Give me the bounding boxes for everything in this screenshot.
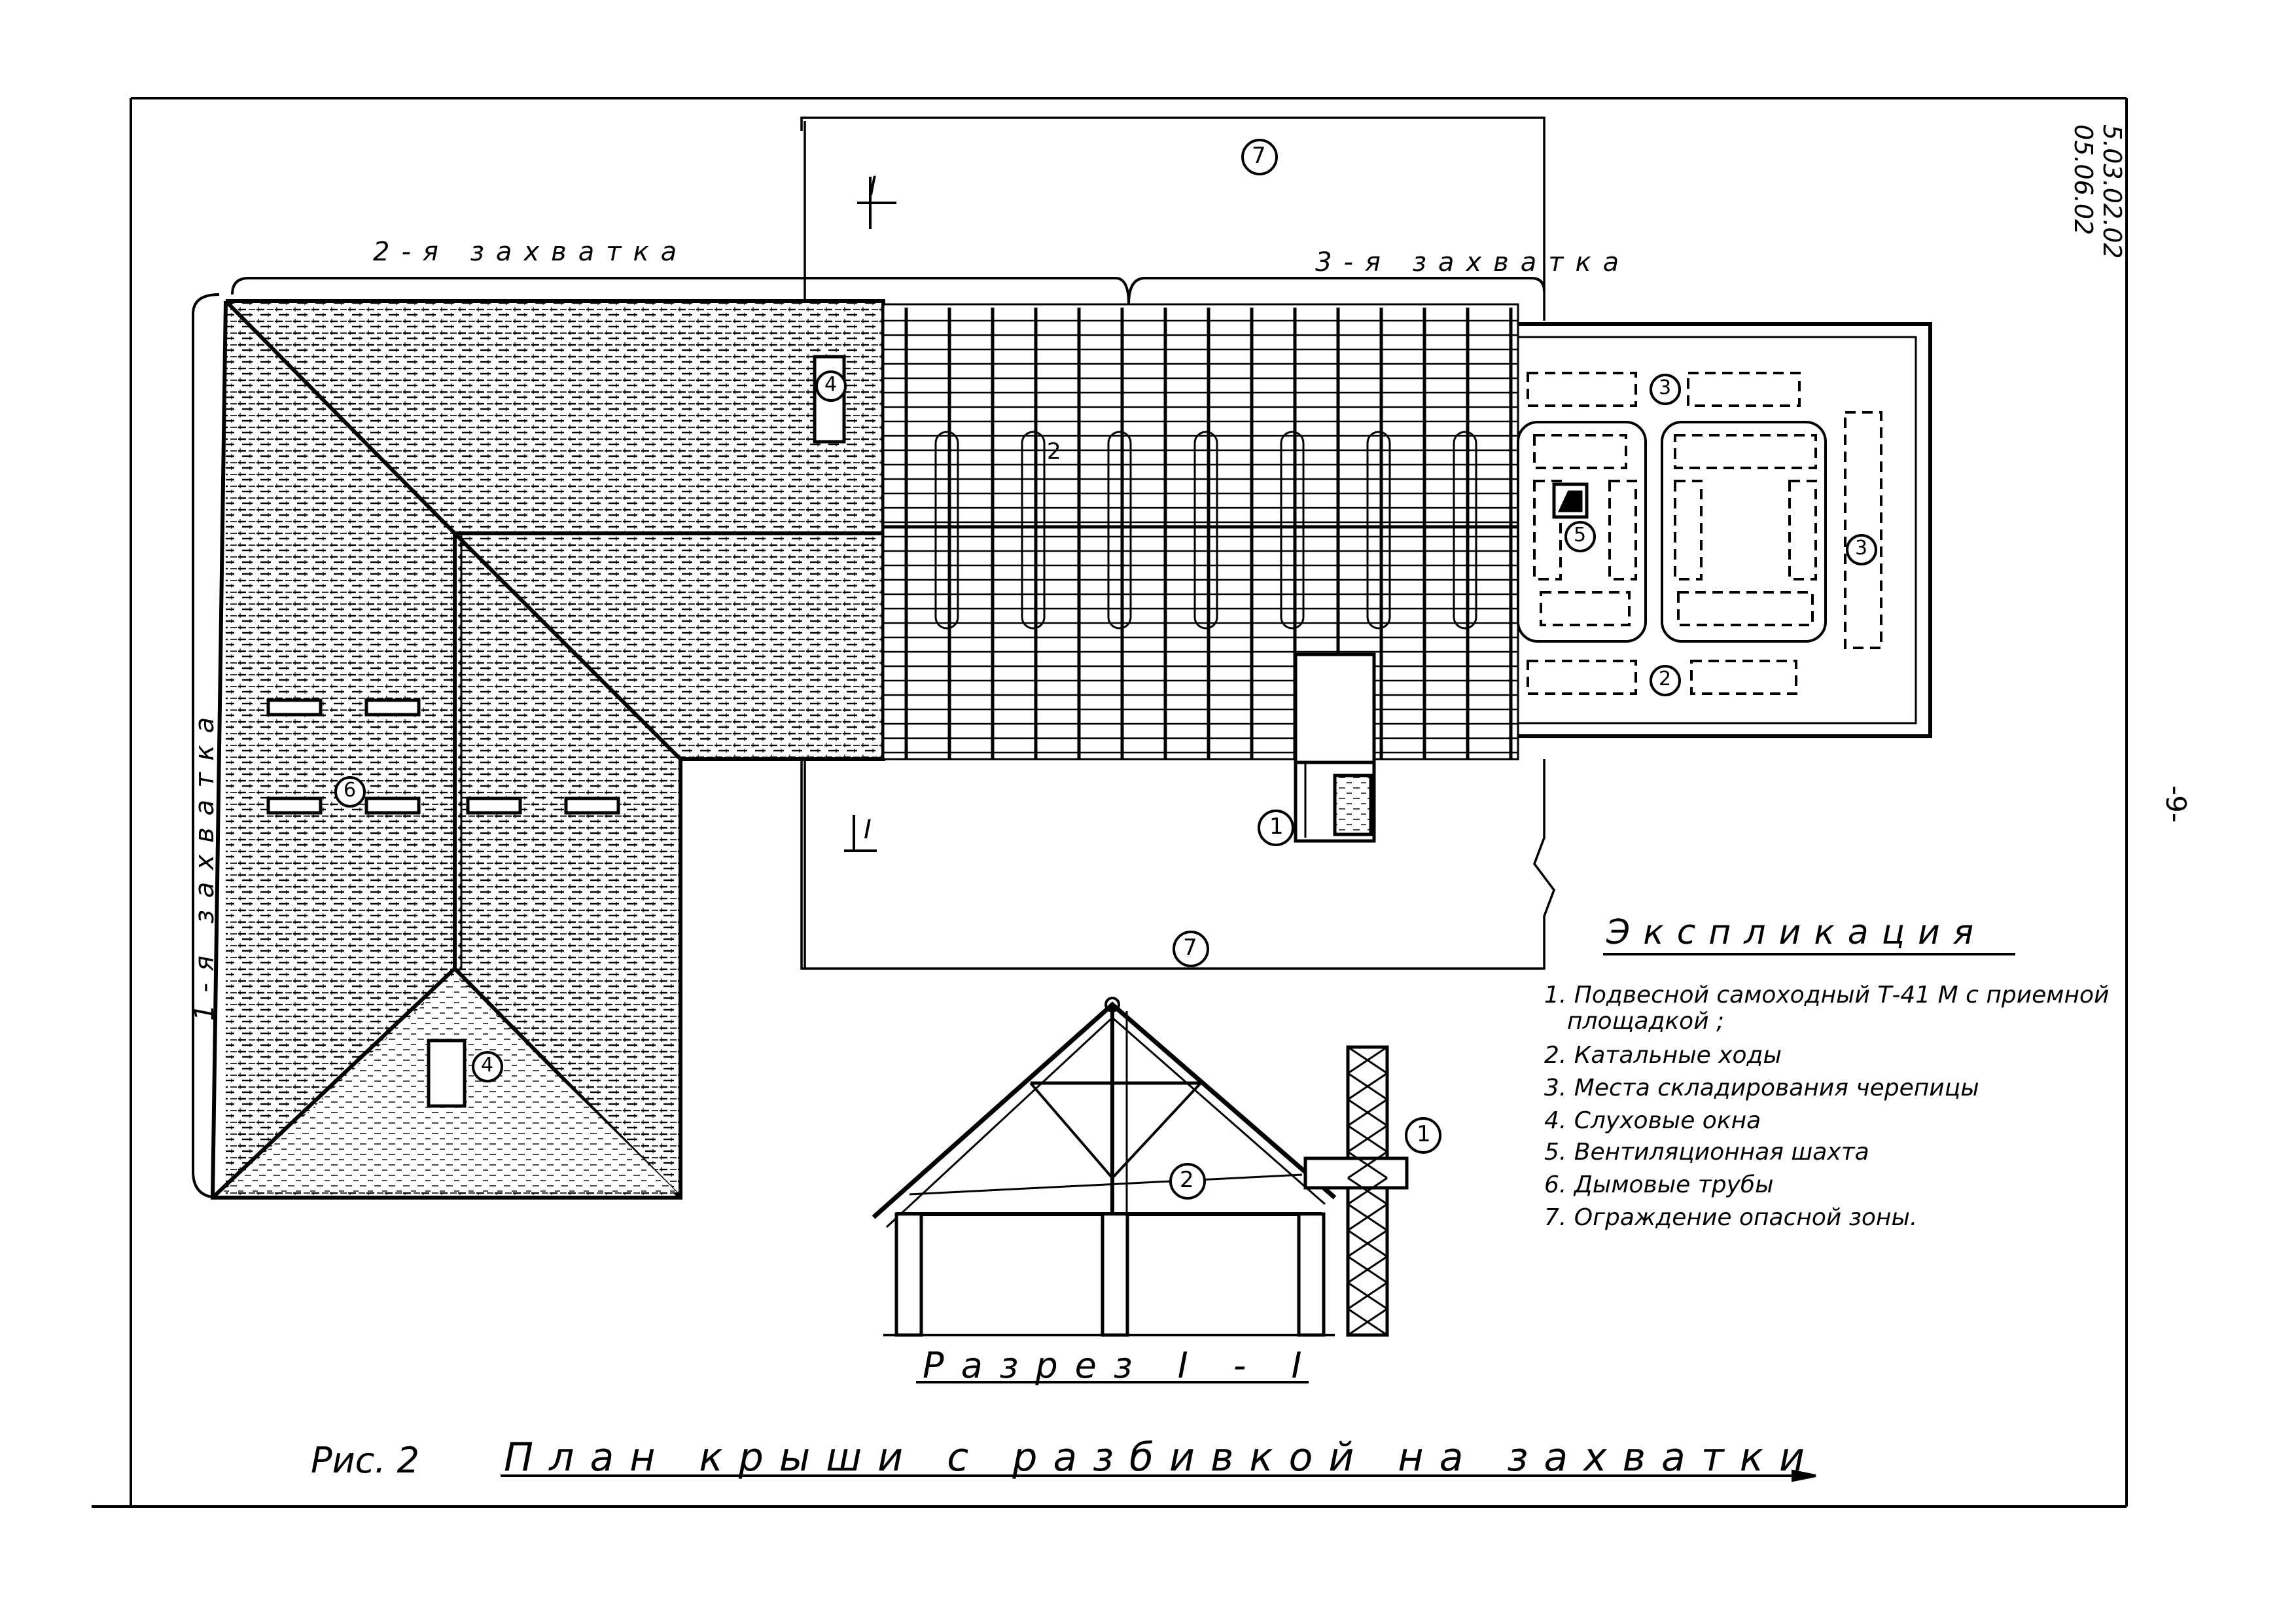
runway-track [1021, 431, 1046, 630]
callout-3-top-label: 3 [1659, 376, 1672, 399]
lattice-brace [1347, 1308, 1388, 1336]
callout-2-plan-label: 2 [1047, 438, 1061, 465]
section-marker-bottom [844, 815, 877, 852]
callout-6-label: 6 [344, 779, 357, 802]
drawing-frame [92, 97, 2128, 1508]
dormer-window-bottom [427, 1039, 467, 1108]
zone-label-first: 1-я захватка [190, 705, 220, 1021]
callout-2-section-label: 2 [1180, 1167, 1194, 1193]
figure-caption: План крыши с разбивкой на захватки [504, 1435, 1820, 1480]
runway-track [1280, 431, 1305, 630]
doc-number-line1: 5.03.02.02 [2098, 124, 2127, 259]
callout-circles [334, 139, 1877, 1200]
lattice-brace [1347, 1098, 1388, 1127]
chimneys [266, 698, 620, 815]
legend-item-1-cont: площадкой ; [1567, 1008, 1725, 1035]
callout-7-bottom-label: 7 [1183, 935, 1197, 961]
legend-item-7: 7. Ограждение опасной зоны. [1544, 1204, 1918, 1231]
callout-1-section [1405, 1117, 1441, 1154]
callout-4-top-label: 4 [824, 373, 838, 396]
callout-4-top [815, 370, 847, 402]
tile-storage-places [1527, 372, 1882, 695]
figure-label: Рис. 2 [311, 1440, 420, 1481]
callout-2-right [1650, 665, 1681, 696]
section-mark-bottom-label: I [864, 815, 872, 845]
runway-track [934, 431, 959, 630]
lattice-brace [1347, 1229, 1388, 1258]
third-zone-outline [1518, 322, 1932, 738]
legend-item-6: 6. Дымовые трубы [1544, 1171, 1774, 1198]
page-number: -9- [2160, 785, 2192, 823]
section-mark-top-label: I [869, 171, 877, 202]
callout-5 [1564, 521, 1596, 552]
caption-underline [501, 1469, 1816, 1482]
lattice-brace [1347, 1203, 1388, 1232]
callout-4-bottom [472, 1051, 503, 1082]
callout-7-bottom [1173, 931, 1209, 967]
callout-6 [334, 776, 366, 808]
callout-1-plan [1258, 810, 1294, 846]
lattice-brace [1347, 1177, 1388, 1205]
ventilation-shaft [1552, 482, 1589, 519]
zone-braces [192, 277, 1545, 1199]
lattice-brace [1347, 1046, 1388, 1075]
callout-3-right-label: 3 [1855, 537, 1868, 560]
storage-frames [1517, 421, 1827, 643]
lattice-brace [1347, 1281, 1388, 1310]
zone-label-third: 3-я захватка [1315, 247, 1631, 277]
danger-zone-fence [800, 116, 1555, 970]
hoist-plan [1294, 652, 1376, 843]
roof-section-drawing [872, 997, 1409, 1337]
legend-item-5: 5. Вентиляционная шахта [1544, 1139, 1869, 1166]
section-marker-top [857, 177, 896, 229]
callout-1-plan-label: 1 [1269, 813, 1284, 840]
callout-1-section-label: 1 [1417, 1121, 1431, 1147]
battens [883, 308, 1518, 759]
legend-item-1: 1. Подвесной самоходный Т-41 М с приемно… [1544, 982, 2110, 1008]
callout-2-right-label: 2 [1659, 668, 1672, 690]
callout-2-section [1169, 1163, 1206, 1200]
legend-title: Экспликация [1606, 913, 1987, 952]
runway-track [1193, 431, 1218, 630]
legend-item-4: 4. Слуховые окна [1544, 1107, 1761, 1134]
legend-item-3: 3. Места складирования черепицы [1544, 1075, 1979, 1101]
callout-7-top-label: 7 [1252, 143, 1266, 169]
runway-track [1453, 431, 1477, 630]
callout-4-bottom-label: 4 [481, 1054, 494, 1077]
runway-track [1107, 431, 1132, 630]
roof-battens-grid [882, 303, 1519, 760]
lattice-brace [1347, 1124, 1388, 1153]
lattice-brace [1347, 1150, 1388, 1179]
zone-label-second: 2-я захватка [373, 237, 689, 267]
doc-number-block: 5.03.02.02 05.06.02 [1976, 124, 2127, 259]
lattice-brace [1347, 1255, 1388, 1284]
callout-5-label: 5 [1574, 524, 1587, 546]
hoist-tower-lattice [1347, 1046, 1388, 1336]
tiled-roof-area [226, 301, 883, 1198]
section-title: Разрез I - I [923, 1345, 1319, 1386]
runway-track [1366, 431, 1391, 630]
callout-7-top [1241, 139, 1278, 175]
callout-3-right [1846, 534, 1877, 565]
callout-3-top [1650, 374, 1681, 405]
doc-number-line2: 05.06.02 [2069, 124, 2098, 236]
lattice-brace [1347, 1072, 1388, 1101]
legend-item-2: 2. Катальные ходы [1544, 1042, 1782, 1069]
